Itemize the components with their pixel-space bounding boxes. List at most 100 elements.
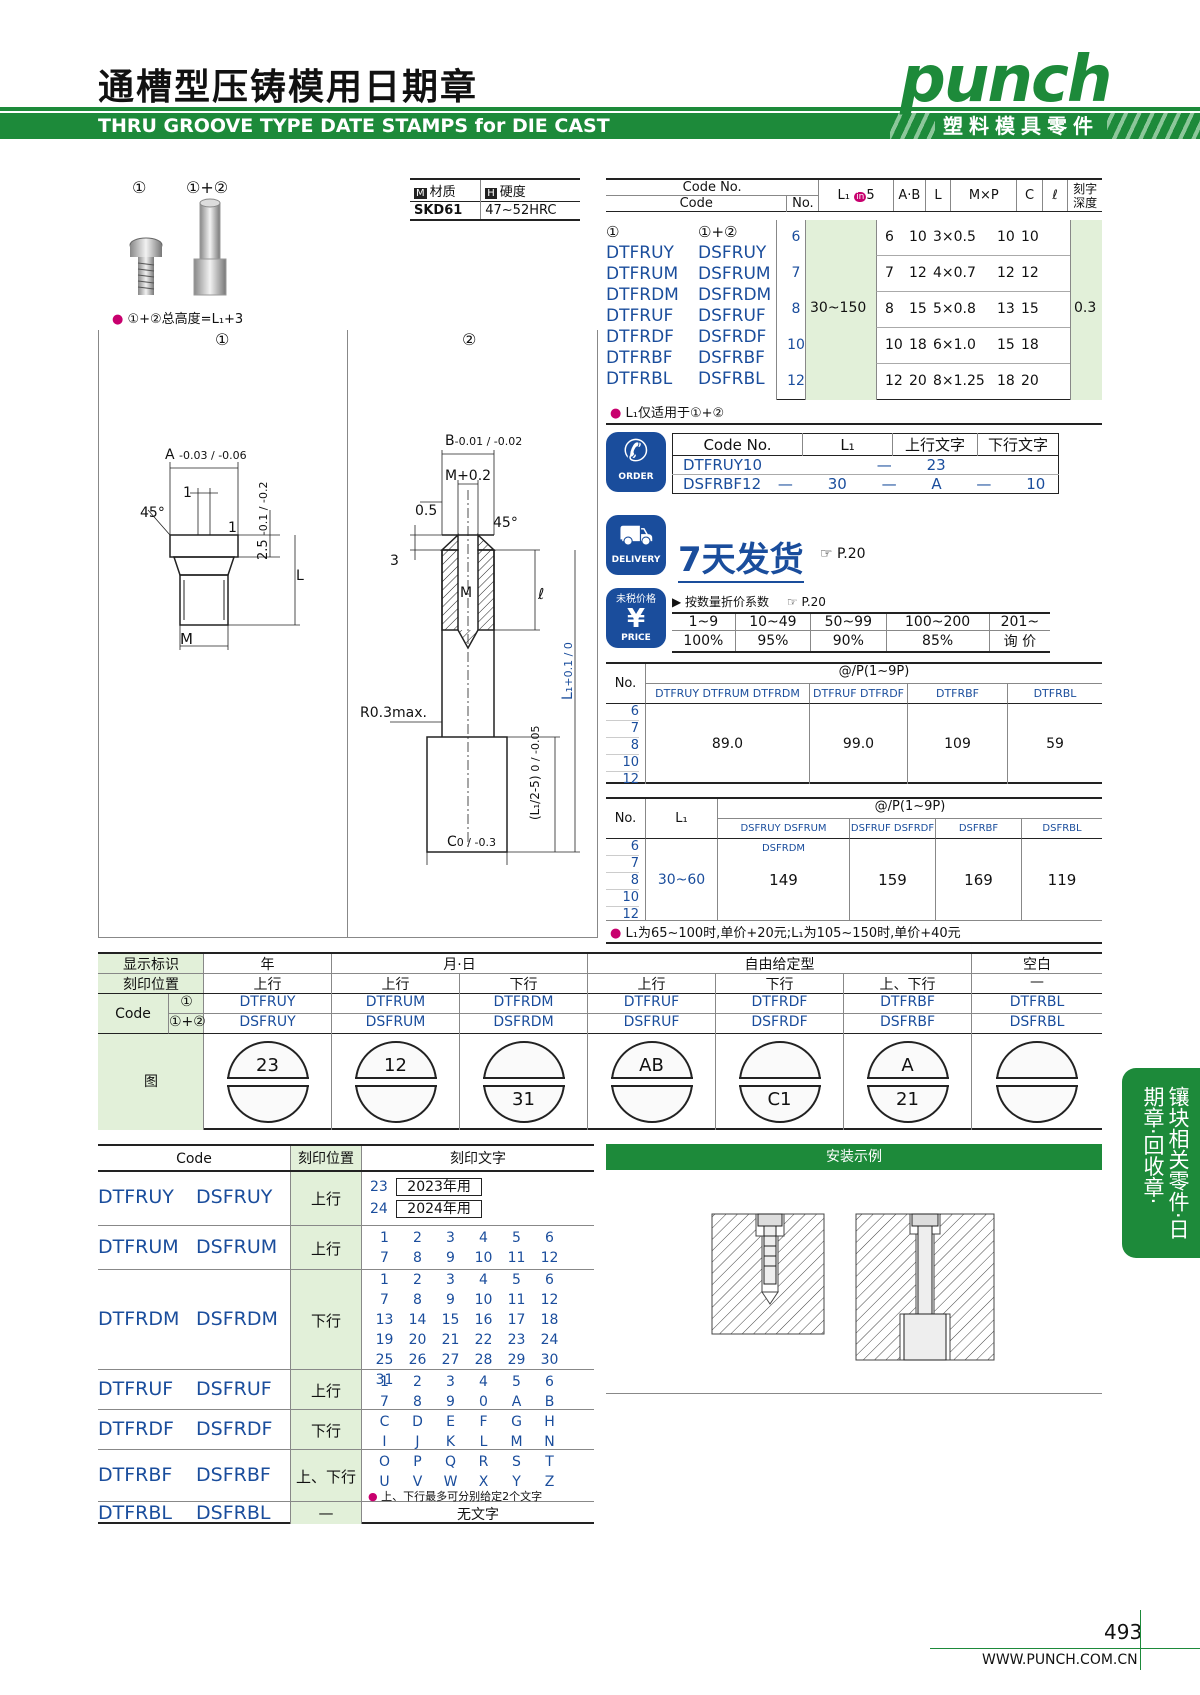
day-option[interactable]: 15 bbox=[441, 1312, 460, 1328]
install-diagram bbox=[711, 1213, 995, 1361]
char-option[interactable]: A bbox=[511, 1394, 522, 1410]
day-option[interactable]: 27 bbox=[441, 1352, 460, 1368]
day-option[interactable]: 29 bbox=[507, 1352, 526, 1368]
day-option[interactable]: 9 bbox=[446, 1292, 455, 1308]
day-option[interactable]: 30 bbox=[540, 1352, 559, 1368]
char-option[interactable]: K bbox=[445, 1434, 456, 1450]
note-icon: ● bbox=[368, 1490, 378, 1503]
char-option[interactable]: L bbox=[479, 1434, 488, 1450]
month-option[interactable]: 1 bbox=[380, 1230, 389, 1246]
year-option[interactable]: 24 2024年用 bbox=[370, 1198, 482, 1220]
stamp-figure: 12 bbox=[354, 1041, 437, 1123]
day-option[interactable]: 6 bbox=[545, 1272, 554, 1288]
char-option[interactable]: 4 bbox=[479, 1374, 488, 1390]
day-option[interactable]: 11 bbox=[507, 1292, 526, 1308]
char-option[interactable]: 5 bbox=[512, 1374, 521, 1390]
day-option[interactable]: 19 bbox=[375, 1332, 394, 1348]
day-option[interactable]: 4 bbox=[479, 1272, 488, 1288]
hardness-h-icon: H bbox=[485, 188, 497, 199]
engrave-h-code: Code bbox=[98, 1146, 290, 1172]
char-option[interactable]: D bbox=[412, 1414, 423, 1430]
char-option[interactable]: O bbox=[378, 1454, 391, 1470]
day-option[interactable]: 1 bbox=[380, 1272, 389, 1288]
spec-h-depth: 刻字深度 bbox=[1067, 179, 1102, 212]
price1-value-1: 89.0 bbox=[646, 704, 810, 784]
day-option[interactable]: 21 bbox=[441, 1332, 460, 1348]
day-option[interactable]: 28 bbox=[474, 1352, 493, 1368]
month-option[interactable]: 3 bbox=[446, 1230, 455, 1246]
char-option[interactable]: J bbox=[415, 1434, 420, 1450]
footer-url[interactable]: WWW.PUNCH.COM.CN bbox=[982, 1652, 1138, 1668]
char-option[interactable]: X bbox=[478, 1474, 489, 1490]
month-option[interactable]: 2 bbox=[413, 1230, 422, 1246]
char-option[interactable]: I bbox=[382, 1434, 387, 1450]
marks-table: 显示标识 刻印位置 Code ① ①+② 图 年 月·日 自由给定型 空白 上行… bbox=[98, 952, 1102, 1130]
char-option[interactable]: 7 bbox=[380, 1394, 389, 1410]
price-table-1: No. @/P(1~9P) DTFRUY DTFRUM DTFRDM DTFRU… bbox=[606, 662, 1102, 787]
month-option[interactable]: 9 bbox=[446, 1250, 455, 1266]
char-option[interactable]: 2 bbox=[413, 1374, 422, 1390]
month-option[interactable]: 7 bbox=[380, 1250, 389, 1266]
day-option[interactable]: 20 bbox=[408, 1332, 427, 1348]
day-option[interactable]: 2 bbox=[413, 1272, 422, 1288]
dim-three: 3 bbox=[390, 553, 399, 569]
char-option[interactable]: S bbox=[512, 1454, 521, 1470]
month-option[interactable]: 10 bbox=[474, 1250, 493, 1266]
year-option[interactable]: 23 2023年用 bbox=[370, 1176, 482, 1198]
month-option[interactable]: 6 bbox=[545, 1230, 554, 1246]
month-option[interactable]: 8 bbox=[413, 1250, 422, 1266]
char-option[interactable]: E bbox=[446, 1414, 455, 1430]
char-option[interactable]: 3 bbox=[446, 1374, 455, 1390]
char-option[interactable]: Q bbox=[444, 1454, 457, 1470]
char-option[interactable]: 9 bbox=[446, 1394, 455, 1410]
day-option[interactable]: 16 bbox=[474, 1312, 493, 1328]
char-option[interactable]: H bbox=[544, 1414, 555, 1430]
char-option[interactable]: G bbox=[511, 1414, 522, 1430]
char-option[interactable]: B bbox=[544, 1394, 555, 1410]
char-option[interactable]: N bbox=[544, 1434, 555, 1450]
day-option[interactable]: 24 bbox=[540, 1332, 559, 1348]
day-option[interactable]: 23 bbox=[507, 1332, 526, 1348]
day-option[interactable]: 5 bbox=[512, 1272, 521, 1288]
day-option[interactable]: 13 bbox=[375, 1312, 394, 1328]
char-option[interactable]: R bbox=[478, 1454, 489, 1470]
dim-one-b: 1 bbox=[228, 520, 237, 536]
char-option[interactable]: Z bbox=[544, 1474, 555, 1490]
char-option[interactable]: 8 bbox=[413, 1394, 422, 1410]
price-table-2: No. L₁ @/P(1~9P) DSFRUY DSFRUM DSFRDM DS… bbox=[606, 797, 1102, 922]
char-option[interactable]: T bbox=[545, 1454, 554, 1470]
day-option[interactable]: 22 bbox=[474, 1332, 493, 1348]
char-option[interactable]: Y bbox=[512, 1474, 521, 1490]
day-option[interactable]: 31 bbox=[375, 1372, 394, 1388]
month-option[interactable]: 12 bbox=[540, 1250, 559, 1266]
char-option[interactable]: W bbox=[443, 1474, 458, 1490]
char-option[interactable]: C bbox=[379, 1414, 390, 1430]
day-option[interactable]: 25 bbox=[375, 1352, 394, 1368]
day-option[interactable]: 8 bbox=[413, 1292, 422, 1308]
day-option[interactable]: 18 bbox=[540, 1312, 559, 1328]
month-option[interactable]: 4 bbox=[479, 1230, 488, 1246]
day-option[interactable]: 7 bbox=[380, 1292, 389, 1308]
order-h-upper: 上行文字 bbox=[892, 433, 978, 456]
day-option[interactable]: 10 bbox=[474, 1292, 493, 1308]
char-option[interactable]: V bbox=[412, 1474, 423, 1490]
price2-head: @/P(1~9P) bbox=[718, 799, 1102, 819]
day-option[interactable]: 3 bbox=[446, 1272, 455, 1288]
day-option[interactable]: 12 bbox=[540, 1292, 559, 1308]
char-option[interactable]: M bbox=[510, 1434, 523, 1450]
char-option[interactable]: F bbox=[479, 1414, 488, 1430]
day-option[interactable]: 14 bbox=[408, 1312, 427, 1328]
char-option[interactable]: 0 bbox=[479, 1394, 488, 1410]
price2-group-2: DSFRUF DSFRDF bbox=[850, 819, 936, 839]
char-option[interactable]: P bbox=[413, 1454, 422, 1470]
char-option[interactable]: 1 bbox=[380, 1374, 389, 1390]
hardness-value: 47~52HRC bbox=[485, 203, 557, 218]
month-option[interactable]: 5 bbox=[512, 1230, 521, 1246]
char-option[interactable]: 6 bbox=[545, 1374, 554, 1390]
month-option[interactable]: 11 bbox=[507, 1250, 526, 1266]
day-option[interactable]: 17 bbox=[507, 1312, 526, 1328]
char-option[interactable]: U bbox=[379, 1474, 390, 1490]
day-option[interactable]: 26 bbox=[408, 1352, 427, 1368]
side-tab[interactable]: 镶块相关零件·日期章·回收章· bbox=[1122, 1068, 1200, 1258]
